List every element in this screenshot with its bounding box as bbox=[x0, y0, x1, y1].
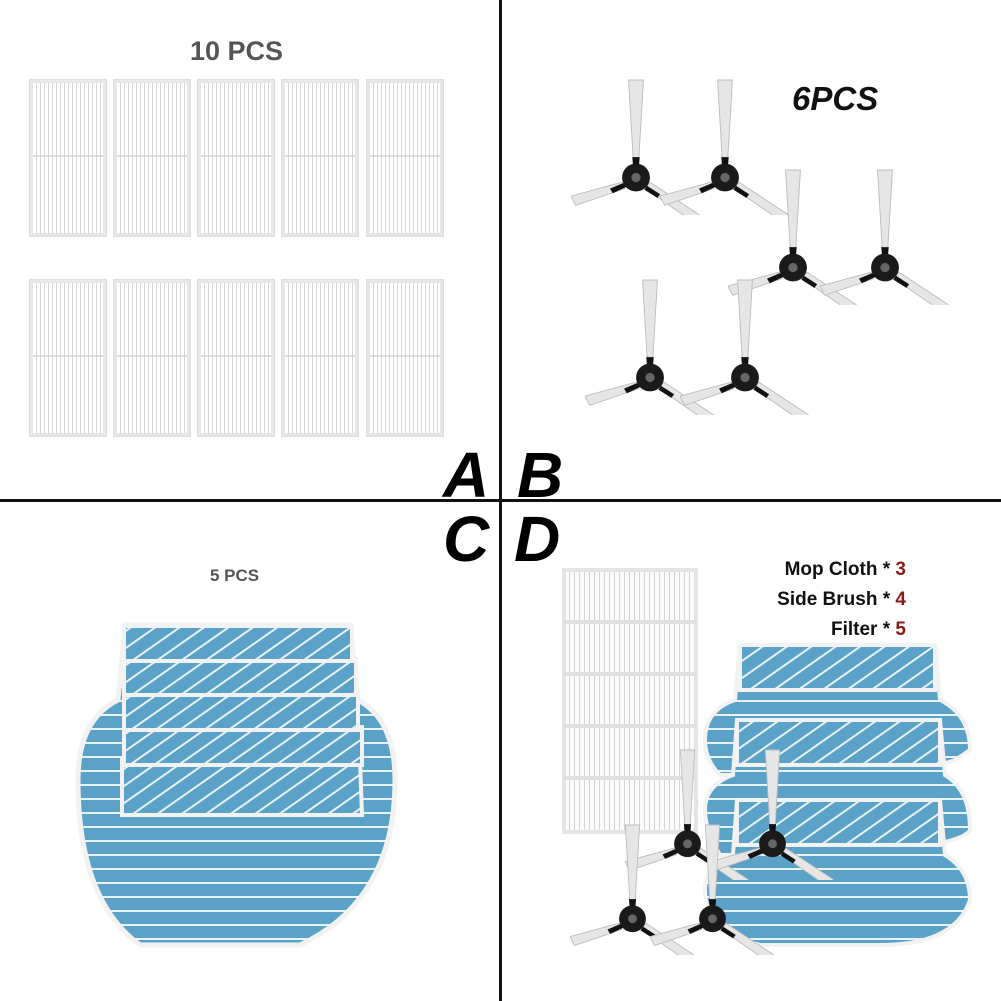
mop-cloth-pad bbox=[122, 725, 364, 767]
quadrant-d-filter-stack bbox=[562, 568, 698, 834]
quadrant-b-side-brushes bbox=[571, 79, 949, 415]
quadrant-d-mop-cloths bbox=[702, 643, 973, 947]
hepa-filter bbox=[198, 280, 274, 436]
legend-label: Side Brush bbox=[777, 589, 878, 610]
quadrant-a-count-label: 10 PCS bbox=[190, 36, 284, 66]
legend-quantity: 4 bbox=[895, 589, 906, 610]
quadrant-c-count-label: 5 PCS bbox=[210, 566, 260, 585]
quadrant-a-letter: A bbox=[443, 439, 490, 511]
legend-separator: * bbox=[882, 559, 891, 580]
legend-row-mop-cloth: Mop Cloth * 3 bbox=[777, 555, 906, 585]
legend-separator: * bbox=[882, 619, 891, 640]
legend-quantity: 3 bbox=[895, 559, 906, 580]
hepa-filter bbox=[562, 568, 698, 834]
legend-row-side-brush: Side Brush * 4 bbox=[777, 585, 906, 615]
hepa-filter bbox=[198, 80, 274, 236]
legend-quantity: 5 bbox=[895, 619, 906, 640]
horizontal-divider bbox=[0, 499, 1001, 502]
quadrant-d-contents-legend: Mop Cloth * 3 Side Brush * 4 Filter * 5 bbox=[777, 555, 906, 645]
mop-cloth-pad bbox=[738, 643, 937, 692]
side-brush bbox=[820, 169, 949, 305]
mop-cloth-pad bbox=[122, 691, 360, 732]
mop-cloth-pad bbox=[735, 798, 942, 847]
hepa-filter bbox=[282, 280, 358, 436]
hepa-filter bbox=[114, 280, 190, 436]
quadrant-d-letter: D bbox=[514, 503, 561, 575]
side-brush bbox=[680, 279, 809, 415]
quadrant-b-letter: B bbox=[517, 439, 564, 511]
legend-separator: * bbox=[882, 589, 891, 610]
side-brush bbox=[571, 79, 700, 215]
hepa-filter bbox=[282, 80, 358, 236]
mop-cloth-pad bbox=[120, 758, 365, 817]
hepa-filter bbox=[30, 280, 106, 436]
legend-label: Mop Cloth bbox=[784, 559, 878, 580]
hepa-filter bbox=[114, 80, 190, 236]
side-brush bbox=[660, 79, 789, 215]
legend-row-filter: Filter * 5 bbox=[777, 615, 906, 645]
quadrant-b-count-label: 6PCS bbox=[792, 80, 879, 117]
mop-cloth-pad bbox=[735, 718, 942, 767]
hepa-filter bbox=[367, 80, 443, 236]
mop-cloth-pad bbox=[122, 624, 354, 663]
legend-label: Filter bbox=[831, 619, 878, 640]
hepa-filter bbox=[30, 80, 106, 236]
quadrant-c-letter: C bbox=[443, 503, 490, 575]
hepa-filter bbox=[367, 280, 443, 436]
mop-cloth-pad bbox=[122, 657, 358, 697]
quadrant-c-mop-cloths bbox=[75, 622, 398, 948]
